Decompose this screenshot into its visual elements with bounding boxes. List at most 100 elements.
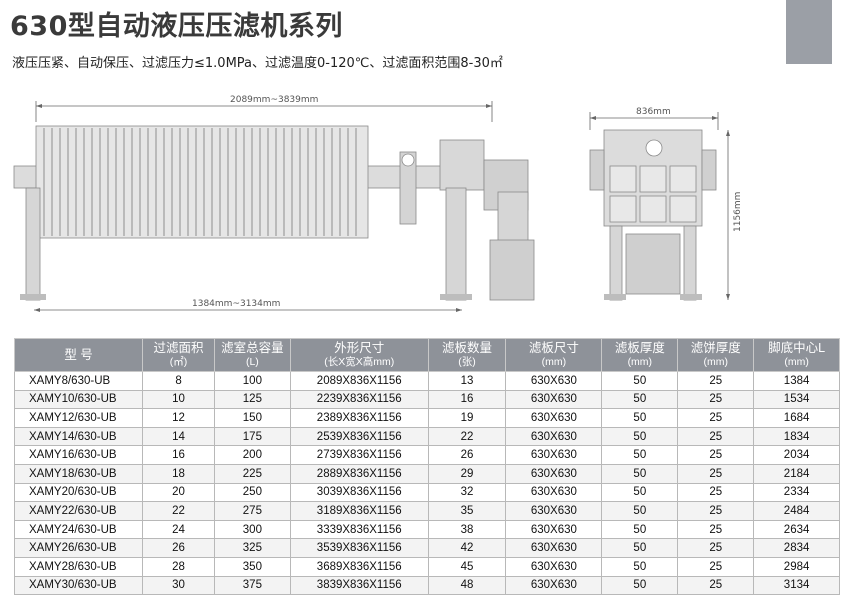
table-cell: 2484 [753, 501, 840, 521]
table-cell: 630X630 [505, 408, 603, 428]
table-cell: 22 [427, 426, 507, 447]
end-width-label: 836mm [636, 107, 671, 117]
table-cell: 630X630 [505, 556, 603, 577]
table-cell: 2334 [753, 482, 840, 503]
table-cell: 35 [427, 501, 507, 521]
table-cell: 26 [142, 538, 215, 558]
table-cell: 3539X836X1156 [289, 538, 429, 558]
table-cell: 50 [601, 575, 679, 596]
table-cell: 30 [142, 575, 215, 596]
table-cell: 50 [601, 426, 679, 447]
table-cell: 50 [601, 482, 679, 503]
table-cell: 16 [427, 389, 507, 410]
table-cell: 22 [142, 501, 215, 521]
header-chamber-volume: 滤室总容量(L) [213, 338, 291, 372]
header-plate-size: 滤板尺寸(mm) [505, 338, 603, 372]
table-cell: XAMY24/630-UB [13, 519, 144, 540]
table-cell: 3689X836X1156 [289, 556, 429, 577]
table-cell: 50 [601, 408, 679, 428]
table-cell: 3039X836X1156 [289, 482, 429, 503]
table-cell: XAMY22/630-UB [13, 501, 144, 521]
table-cell: 100 [213, 371, 291, 391]
table-cell: 325 [213, 538, 291, 558]
table-cell: 630X630 [505, 519, 603, 540]
header-plate-count: 滤板数量(张) [427, 338, 507, 372]
page-subtitle: 液压压紧、自动保压、过滤压力≤1.0MPa、过滤温度0-120℃、过滤面积范围8… [12, 56, 503, 71]
table-cell: 50 [601, 389, 679, 410]
table-cell: 19 [427, 408, 507, 428]
table-cell: 25 [677, 482, 755, 503]
table-cell: 50 [601, 463, 679, 484]
page-title: 630型自动液压压滤机系列 [10, 11, 343, 42]
spec-table: 型 号 过滤面积(㎡) 滤室总容量(L) 外形尺寸(长X宽X高mm) 滤板数量(… [13, 338, 840, 596]
table-cell: 2539X836X1156 [289, 426, 429, 447]
table-cell: 2634 [753, 519, 840, 540]
table-cell: 45 [427, 556, 507, 577]
table-cell: 18 [142, 463, 215, 484]
table-cell: 350 [213, 556, 291, 577]
table-cell: 25 [677, 371, 755, 391]
table-cell: 630X630 [505, 426, 603, 447]
table-cell: 50 [601, 445, 679, 465]
table-cell: 50 [601, 538, 679, 558]
table-cell: 32 [427, 482, 507, 503]
table-cell: 630X630 [505, 482, 603, 503]
table-cell: 630X630 [505, 389, 603, 410]
table-cell: 225 [213, 463, 291, 484]
corner-accent-block [786, 0, 832, 64]
table-cell: 38 [427, 519, 507, 540]
table-cell: 2184 [753, 463, 840, 484]
table-cell: XAMY28/630-UB [13, 556, 144, 577]
end-height-label: 1156mm [733, 192, 743, 232]
table-cell: 200 [213, 445, 291, 465]
table-cell: 29 [427, 463, 507, 484]
table-cell: 630X630 [505, 445, 603, 465]
table-cell: XAMY18/630-UB [13, 463, 144, 484]
table-cell: 25 [677, 556, 755, 577]
table-cell: 28 [142, 556, 215, 577]
table-cell: XAMY30/630-UB [13, 575, 144, 596]
side-view-drawing: 2089mm~3839mm [13, 95, 535, 312]
table-cell: 20 [142, 482, 215, 503]
table-cell: 3134 [753, 575, 840, 596]
table-cell: 50 [601, 556, 679, 577]
header-foot-center: 脚底中心L(mm) [753, 338, 840, 372]
table-cell: 8 [142, 371, 215, 391]
table-cell: 1384 [753, 371, 840, 391]
table-cell: 25 [677, 575, 755, 596]
table-cell: 48 [427, 575, 507, 596]
table-cell: 13 [427, 371, 507, 391]
table-cell: 1534 [753, 389, 840, 410]
table-cell: 2239X836X1156 [289, 389, 429, 410]
table-cell: 16 [142, 445, 215, 465]
table-cell: 2834 [753, 538, 840, 558]
header-dimensions: 外形尺寸(长X宽X高mm) [289, 338, 429, 372]
header-plate-thickness: 滤板厚度(mm) [601, 338, 679, 372]
filter-plate-stack [35, 125, 369, 239]
table-cell: XAMY14/630-UB [13, 426, 144, 447]
table-cell: 2034 [753, 445, 840, 465]
table-cell: 2089X836X1156 [289, 371, 429, 391]
table-cell: 2389X836X1156 [289, 408, 429, 428]
table-cell: 1834 [753, 426, 840, 447]
table-cell: 50 [601, 371, 679, 391]
table-cell: 26 [427, 445, 507, 465]
table-cell: 630X630 [505, 501, 603, 521]
table-cell: 630X630 [505, 575, 603, 596]
filter-press-drawings: 2089mm~3839mm [13, 95, 743, 312]
table-cell: 1684 [753, 408, 840, 428]
table-cell: 2889X836X1156 [289, 463, 429, 484]
table-cell: XAMY12/630-UB [13, 408, 144, 428]
table-cell: 630X630 [505, 463, 603, 484]
table-cell: 24 [142, 519, 215, 540]
table-cell: 25 [677, 463, 755, 484]
